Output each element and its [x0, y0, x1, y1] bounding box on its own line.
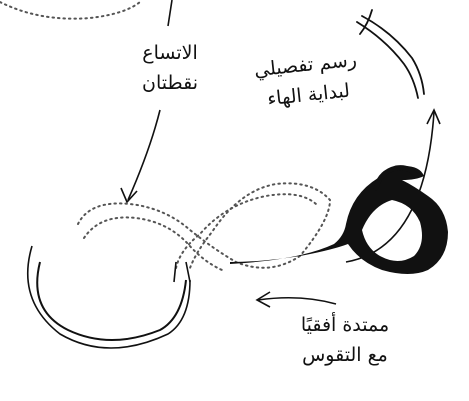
ha-letter	[230, 166, 448, 274]
label-extended-line2: مع التقوس	[280, 340, 410, 370]
dotted-loop-inner	[84, 194, 316, 270]
label-spacing-line2: نقطتان	[105, 68, 235, 98]
label-extended-line1: ممتدة أفقيًا	[280, 310, 410, 340]
spacing-arrowhead	[121, 188, 137, 202]
label-spacing: الاتساع نقطتان	[105, 38, 235, 98]
dotted-loop-outer	[78, 183, 330, 268]
label-extended: ممتدة أفقيًا مع التقوس	[280, 310, 410, 370]
top-pointer-line	[168, 0, 172, 26]
bowl-stem	[174, 262, 190, 282]
lower-bowl-outer	[37, 262, 186, 340]
spacing-arrow	[128, 110, 160, 200]
label-spacing-line1: الاتساع	[105, 38, 235, 68]
baseline-arrow	[258, 298, 336, 304]
lower-bowl-inner	[28, 246, 190, 348]
top-dotted-curve	[0, 2, 140, 19]
